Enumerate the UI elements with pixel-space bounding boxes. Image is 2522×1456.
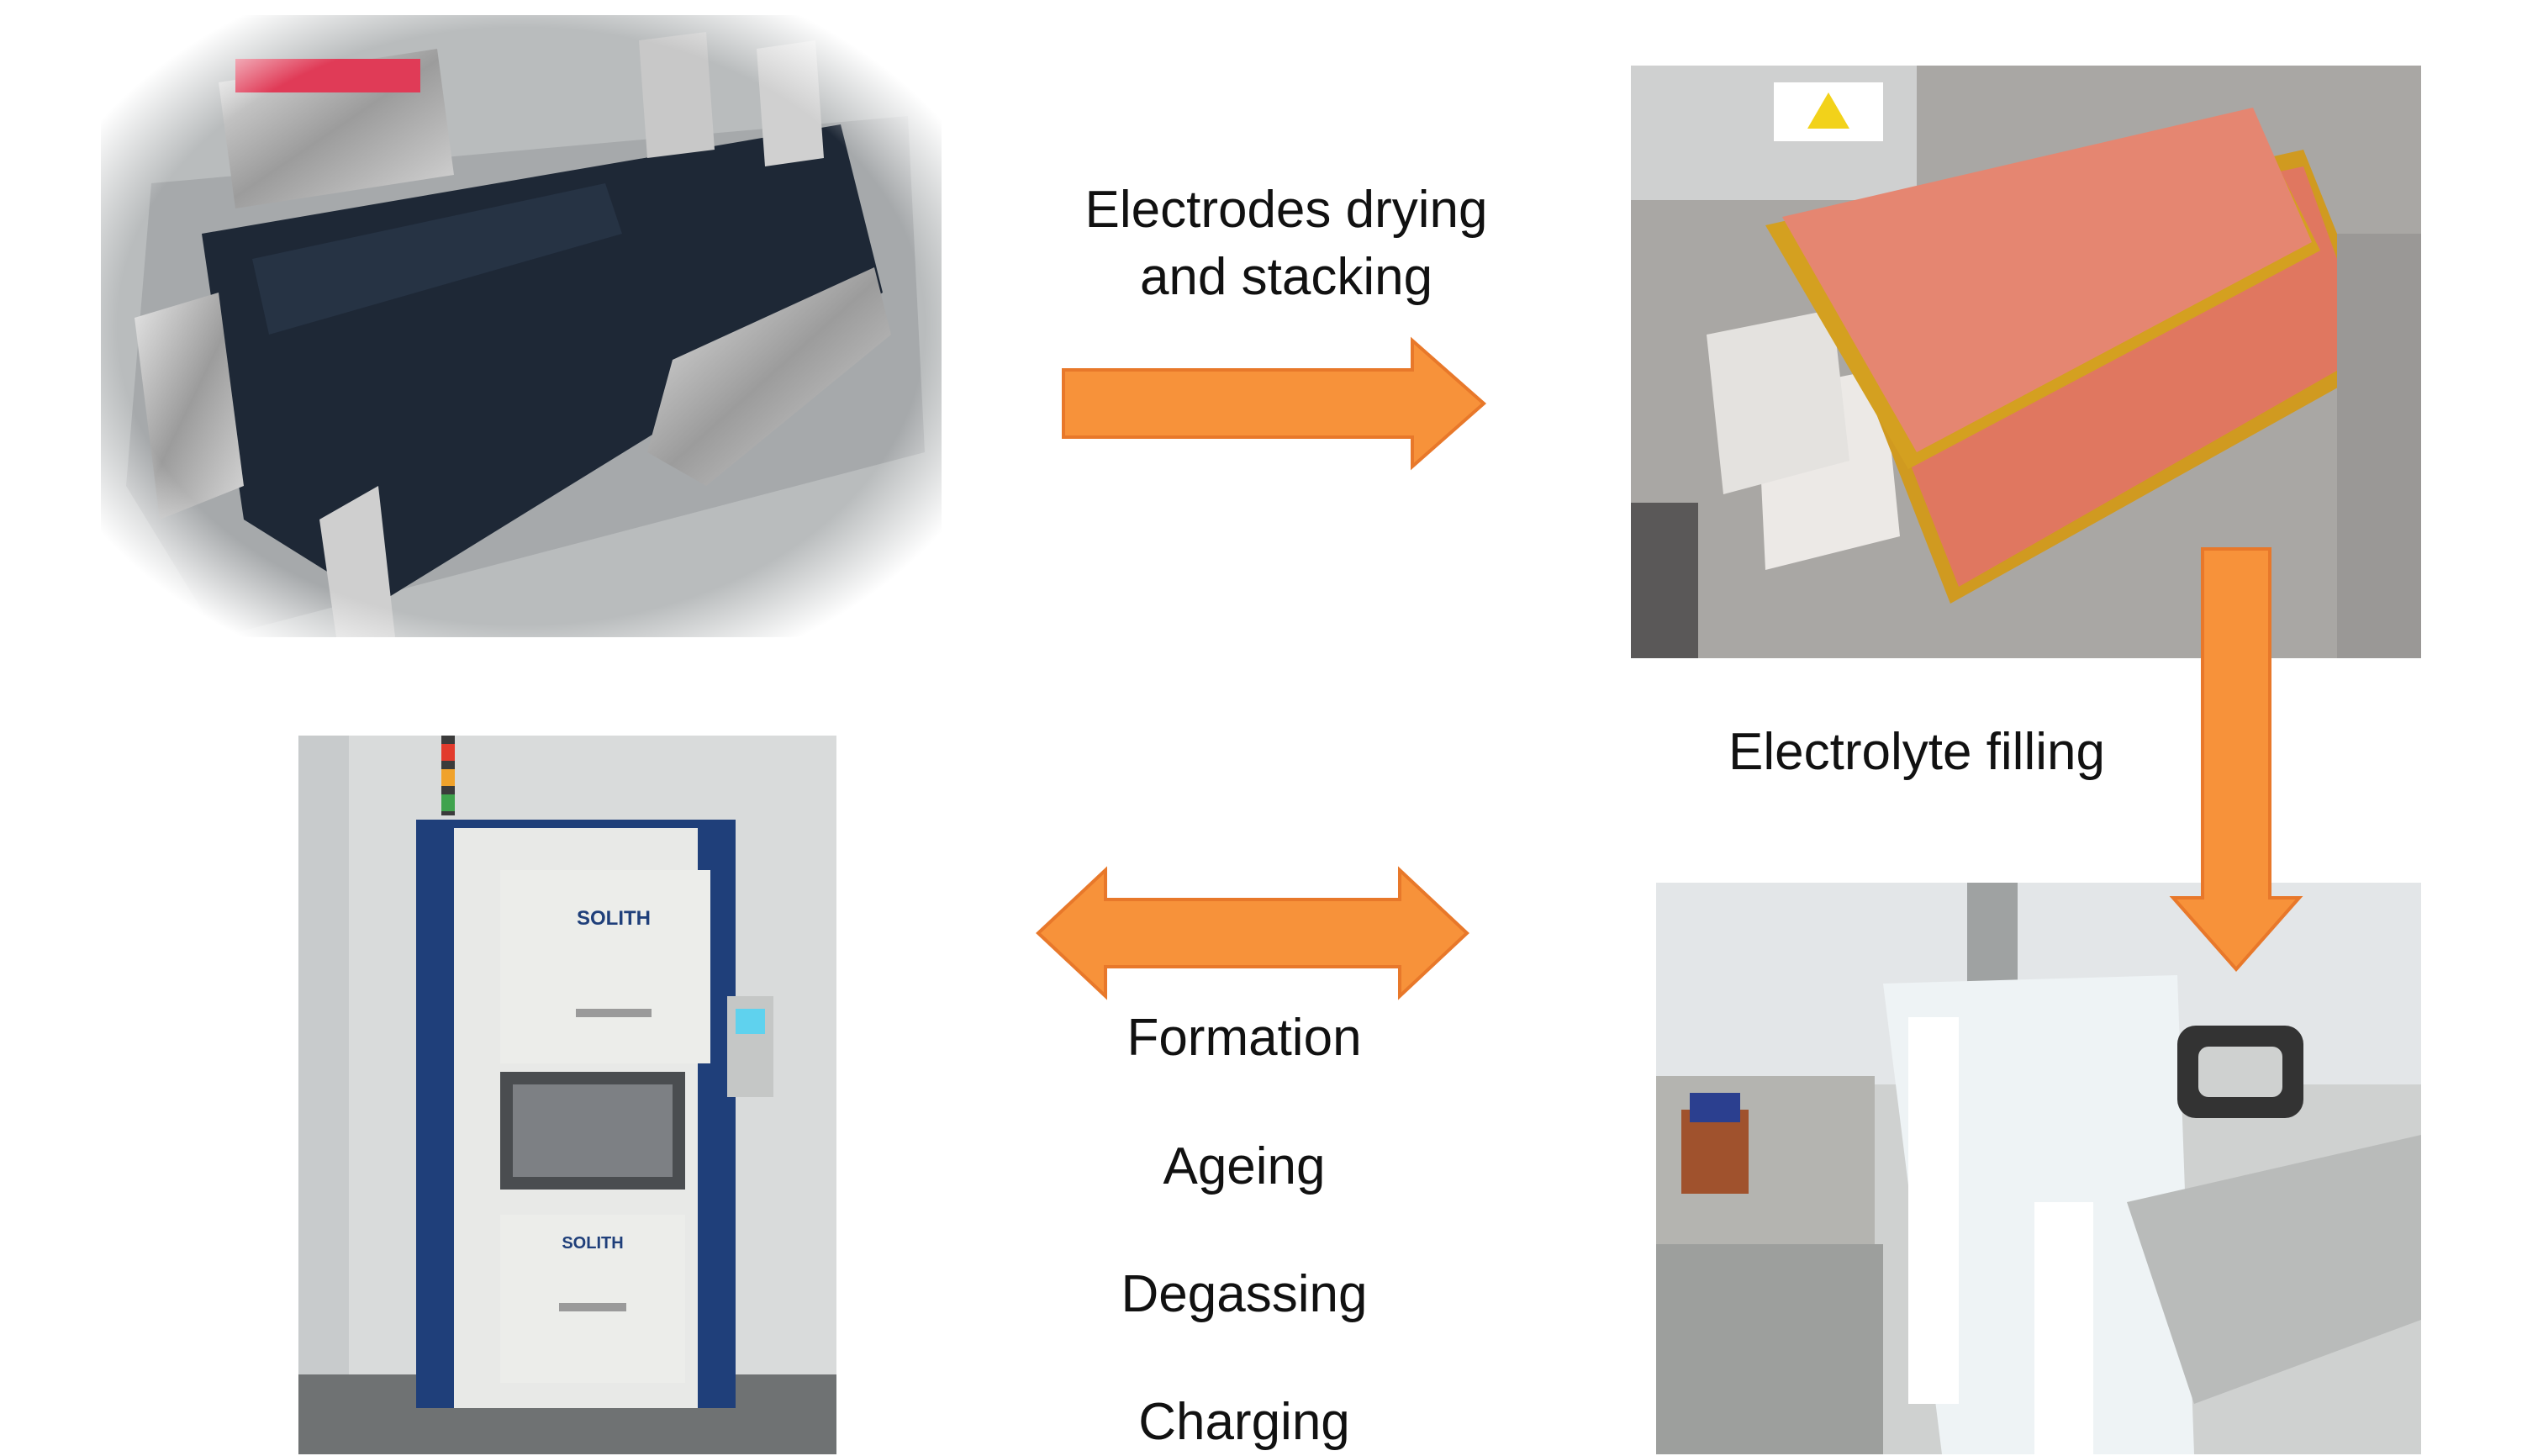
label-drying-stacking: Electrodes drying and stacking	[1026, 177, 1547, 311]
label-electrolyte-filling: Electrolyte filling	[1728, 723, 2105, 781]
label-drying-line1: Electrodes drying	[1084, 181, 1488, 239]
brand-lower: SOLITH	[562, 1234, 623, 1253]
label-drying-line2: and stacking	[1139, 248, 1433, 306]
arrow-right	[1059, 336, 1496, 471]
label-ageing: Ageing	[1163, 1137, 1326, 1195]
label-charging: Charging	[1138, 1393, 1350, 1451]
photo-formation-equipment: SOLITH SOLITH	[298, 736, 836, 1454]
photo-filling-station	[1656, 883, 2421, 1454]
arrow-down	[2169, 545, 2303, 982]
arrow-bidirectional	[1034, 866, 1471, 1000]
photo-drying-tray	[101, 15, 942, 637]
label-formation: Formation	[1126, 1009, 1362, 1067]
label-degassing: Degassing	[1121, 1265, 1368, 1323]
brand-upper: SOLITH	[577, 907, 651, 930]
photo-stacked-cells	[1631, 66, 2421, 658]
